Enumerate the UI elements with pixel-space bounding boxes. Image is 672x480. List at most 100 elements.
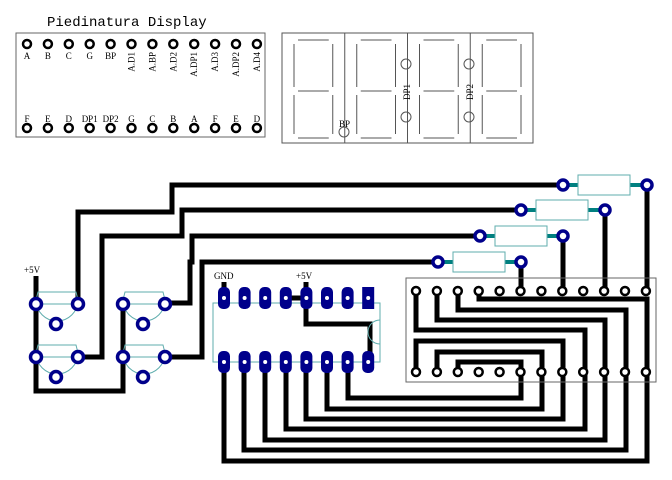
ic-pad-hole bbox=[263, 296, 268, 300]
pinout-top-hole bbox=[209, 38, 221, 50]
trace-r4 bbox=[164, 259, 438, 360]
ic-pad-hole bbox=[345, 360, 350, 364]
pinout-bottom-label: F bbox=[24, 114, 29, 124]
trace-vcc-left bbox=[33, 276, 126, 394]
connector-pad bbox=[494, 366, 505, 378]
connector-pad bbox=[557, 366, 568, 378]
connector-pad bbox=[431, 285, 443, 297]
pinout-bottom-hole bbox=[230, 122, 242, 134]
resistor-pad bbox=[556, 229, 570, 243]
pinout-top-hole bbox=[63, 38, 75, 50]
trace-ic-4 bbox=[283, 362, 588, 432]
ic-outline bbox=[212, 302, 381, 363]
pinout-top-label: G bbox=[86, 51, 93, 61]
connector-pad bbox=[619, 285, 631, 297]
connector-pad bbox=[431, 366, 443, 378]
connector-pad bbox=[598, 366, 610, 378]
ic-notch bbox=[367, 319, 381, 345]
pinout-top-hole bbox=[251, 38, 263, 50]
pinout-bottom-hole bbox=[84, 122, 95, 134]
connector-pad bbox=[494, 285, 505, 297]
label-gnd: GND bbox=[214, 271, 234, 281]
resistor-body bbox=[577, 174, 631, 196]
resistor-pad bbox=[640, 178, 654, 192]
pinout-bottom-label: G bbox=[128, 114, 135, 124]
transistor bbox=[115, 344, 173, 385]
pinout-top-hole bbox=[21, 38, 33, 50]
connector-pad bbox=[557, 285, 568, 297]
pinout-frame bbox=[15, 32, 266, 138]
ic-pad-hole bbox=[366, 360, 371, 364]
label-bp: BP bbox=[339, 119, 350, 129]
pinout-bottom-label: E bbox=[45, 114, 51, 124]
label-vcc-left: +5V bbox=[24, 265, 41, 275]
connector-pad bbox=[619, 366, 631, 378]
transistor-pad bbox=[48, 369, 64, 385]
pinout-bottom-label: DP1 bbox=[82, 114, 98, 124]
digit bbox=[293, 39, 334, 139]
trace-conn-2 bbox=[434, 291, 608, 372]
resistor-pad bbox=[556, 178, 570, 192]
connector-pad bbox=[410, 285, 422, 297]
digit bbox=[481, 39, 522, 139]
decimal-point bbox=[400, 58, 412, 70]
resistor-body bbox=[452, 251, 506, 273]
transistor-pad bbox=[28, 296, 44, 312]
trace-ic-3 bbox=[262, 362, 608, 443]
decimal-point bbox=[338, 126, 350, 138]
pinout-top-hole bbox=[168, 38, 179, 50]
resistors bbox=[431, 174, 654, 273]
ic-pad-hole bbox=[242, 296, 247, 300]
label-dp1: DP1 bbox=[402, 84, 412, 100]
transistor-pad bbox=[157, 296, 173, 312]
ic-dip16 bbox=[212, 287, 381, 373]
pinout-top-label: A.D2 bbox=[168, 52, 178, 72]
transistor-pad bbox=[48, 316, 64, 332]
pinout-bottom-hole bbox=[42, 122, 54, 134]
pinout-top-hole bbox=[147, 38, 158, 50]
resistor bbox=[514, 199, 612, 221]
decimal-point bbox=[463, 111, 475, 123]
pinout-bottom-hole bbox=[126, 122, 137, 134]
decimal-point bbox=[463, 58, 475, 70]
transistor-pad bbox=[70, 349, 86, 365]
pinout-bottom-hole bbox=[188, 122, 200, 134]
pinout-top-label: A.DP1 bbox=[189, 52, 199, 77]
trace-r3 bbox=[164, 233, 480, 306]
resistor-pad bbox=[473, 229, 487, 243]
ic-pad-hole bbox=[366, 296, 371, 300]
trace-conn-3 bbox=[455, 291, 629, 372]
transistor-pad bbox=[115, 349, 131, 365]
resistor bbox=[556, 174, 654, 196]
trace-ic-2 bbox=[241, 362, 629, 453]
ic-pad-hole bbox=[263, 360, 268, 364]
connector-pad bbox=[640, 366, 652, 378]
pinout-bottom-hole bbox=[209, 122, 221, 134]
pinout-top-label: BP bbox=[105, 51, 116, 61]
trace-conn-1 bbox=[413, 291, 588, 372]
pinout-bottom-hole bbox=[105, 122, 116, 134]
connector-pad bbox=[577, 285, 589, 297]
transistor bbox=[115, 291, 173, 332]
transistor-pad bbox=[28, 349, 44, 365]
connector-pad bbox=[536, 366, 547, 378]
pinout-bottom-label: D bbox=[254, 114, 261, 124]
resistor-pad bbox=[598, 203, 612, 217]
pinout-bottom-label: E bbox=[233, 114, 239, 124]
resistor-body bbox=[494, 225, 548, 247]
connector-pad bbox=[410, 366, 422, 378]
resistor-pad bbox=[514, 255, 528, 269]
label-vcc-ic: +5V bbox=[296, 271, 313, 281]
pinout-top-hole bbox=[188, 38, 200, 50]
pinout-top-label: A.D4 bbox=[252, 52, 262, 72]
pinout-bottom-label: DP2 bbox=[103, 114, 119, 124]
pinout-bottom-hole bbox=[147, 122, 158, 134]
decimal-point bbox=[400, 111, 412, 123]
pinout-top-hole bbox=[84, 38, 95, 50]
pinout-top-hole bbox=[230, 38, 242, 50]
connector-pad bbox=[452, 366, 464, 378]
connector-pad bbox=[598, 285, 610, 297]
